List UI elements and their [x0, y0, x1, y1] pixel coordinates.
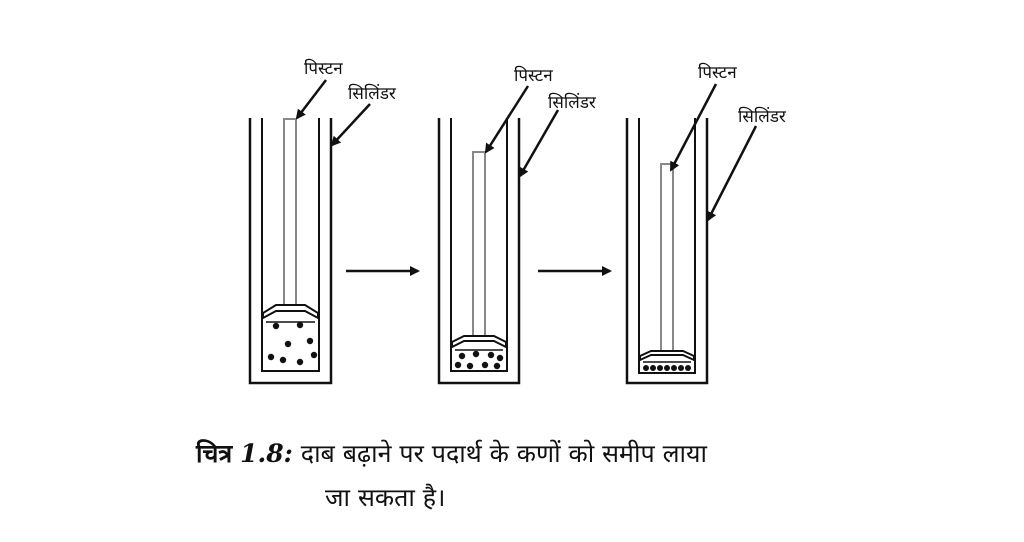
particles-2: [454, 350, 504, 370]
cylinder-2-outer: [437, 118, 521, 385]
piston-1-arrow: [295, 79, 327, 120]
particles-1: [267, 321, 318, 366]
cylinder-3-outer: [625, 118, 709, 385]
panel-2-piston-label: पिस्टन: [514, 66, 553, 86]
piston-2-rod: [472, 151, 486, 338]
panel-2: [437, 85, 560, 385]
cylinder-1-inner: [261, 118, 320, 372]
cylinder-3-inner: [638, 118, 696, 374]
particles-3: [643, 365, 691, 371]
panel-3-cylinder-label: सिलिंडर: [738, 107, 786, 127]
panel-2-cylinder-label: सिलिंडर: [548, 93, 596, 113]
caption-number: 1.8:: [240, 439, 293, 468]
piston-2-arrow: [484, 85, 530, 154]
panel-3-piston-label: पिस्टन: [698, 63, 737, 83]
panel-1-piston-label: पिस्टन: [304, 59, 343, 79]
cylinder-2-inner: [450, 118, 508, 372]
panel-1-cylinder-label: सिलिंडर: [348, 84, 396, 104]
panel-3: [625, 83, 758, 385]
caption-text-line2: जा सकता है।: [325, 483, 446, 512]
piston-3-head: [639, 350, 695, 362]
caption-text-line1: दाब बढ़ाने पर पदार्थ के कणों को समीप लाय…: [300, 439, 707, 468]
cylinder-1-arrow: [330, 103, 371, 147]
figure-caption: चित्र 1.8: दाब बढ़ाने पर पदार्थ के कणों …: [196, 436, 707, 470]
piston-3-rod: [660, 163, 674, 352]
cylinder-1-outer: [248, 118, 333, 385]
caption-prefix: चित्र: [196, 439, 233, 468]
cylinder-3-arrow: [706, 125, 758, 222]
cylinder-2-arrow: [518, 109, 560, 178]
piston-1-head: [262, 304, 319, 320]
piston-2-head: [451, 335, 507, 349]
piston-1-rod: [283, 118, 297, 307]
piston-3-arrow: [669, 83, 718, 172]
panel-1: [248, 79, 371, 385]
